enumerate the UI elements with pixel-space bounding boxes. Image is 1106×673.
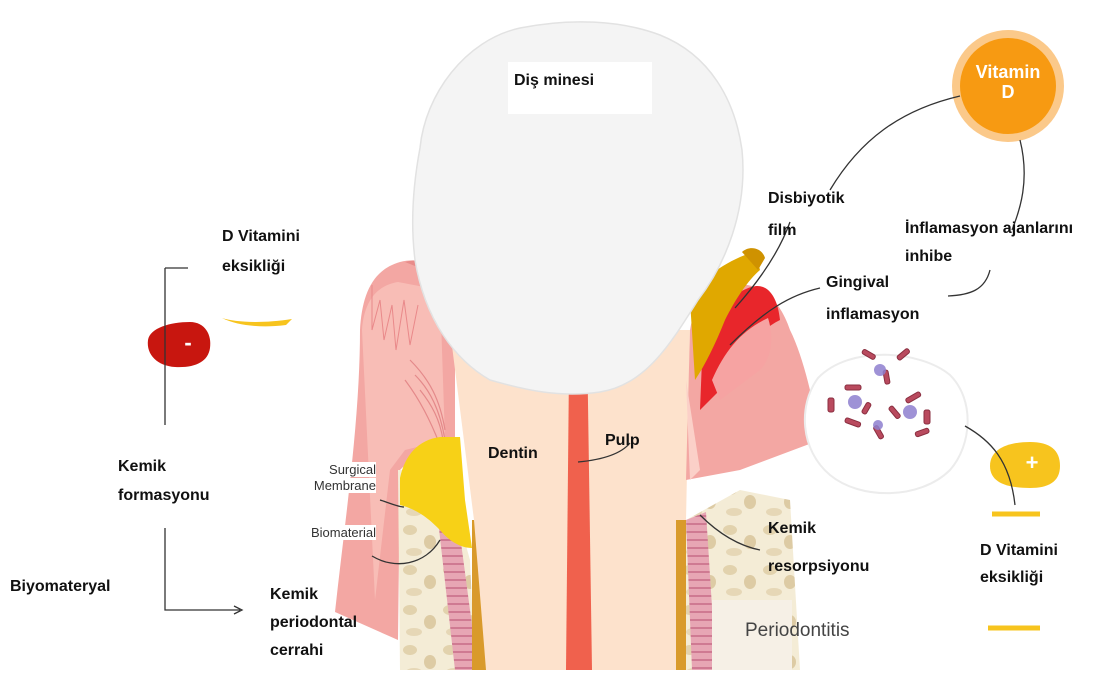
biyomateryal-label: Biyomateryal xyxy=(10,576,111,598)
disbiyotik-label-2: film xyxy=(768,220,796,242)
periodontitis-label: Periodontitis xyxy=(745,620,850,642)
surgical-label-1: Surgical xyxy=(280,462,376,477)
kemik-perio-label-2: periodontal xyxy=(270,612,357,634)
kemik-perio-label-3: cerrahi xyxy=(270,640,323,662)
vitamin-line xyxy=(830,96,960,190)
bracket-bottom xyxy=(165,528,240,610)
surgical-label-2: Membrane xyxy=(280,478,376,493)
dvit-right-label-1: D Vitamini xyxy=(980,540,1058,562)
gingival-label-1: Gingival xyxy=(826,272,889,294)
dentin-label: Dentin xyxy=(488,443,538,465)
dvit-left-label-1: D Vitamini xyxy=(222,226,300,248)
gingival-label-2: inflamasyon xyxy=(826,304,919,326)
kemik-form-label-1: Kemik xyxy=(118,456,166,478)
vitamin-label-1: Vitamin xyxy=(966,62,1050,83)
inflam-agents-label-2: inhibe xyxy=(905,246,952,268)
kemik-form-label-2: formasyonu xyxy=(118,485,210,507)
kemik-res-label-1: Kemik xyxy=(768,518,816,540)
disbiyotik-label-1: Disbiyotik xyxy=(768,188,844,210)
pulp-label: Pulp xyxy=(605,430,640,452)
vitamin-label-2: D xyxy=(966,82,1050,103)
dvit-left-label-2: eksikliği xyxy=(222,256,285,278)
dvit-right-label-2: eksikliği xyxy=(980,567,1043,589)
minus-sign: - xyxy=(176,330,200,356)
kemik-res-label-2: resorpsiyonu xyxy=(768,556,869,578)
kemik-perio-label-1: Kemik xyxy=(270,584,318,606)
yellow-arc-left xyxy=(222,318,292,326)
inflam-agents-label-1: İnflamasyon ajanlarını xyxy=(905,218,1073,240)
plus-sign: + xyxy=(1020,450,1044,476)
enamel-label: Diş minesi xyxy=(514,70,594,92)
biomaterial-label: Biomaterial xyxy=(280,525,376,540)
